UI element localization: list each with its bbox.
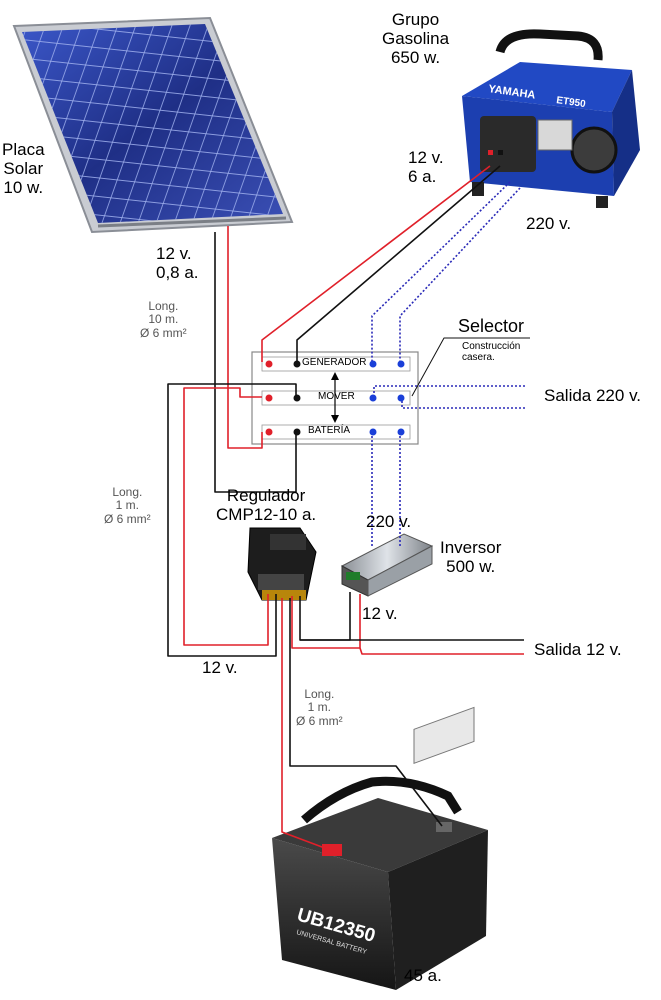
- wire-solar-negative: [214, 232, 297, 493]
- solar-output-label: 12 v. 0,8 a.: [156, 244, 199, 283]
- wire-mover-negative: [167, 383, 297, 657]
- inverter-label: Inversor 500 w.: [440, 538, 502, 577]
- selector-row-bateria: BATERÍA: [308, 425, 351, 436]
- selector-row-generador: GENERADOR: [302, 357, 367, 368]
- wire-ac-output-2: [373, 385, 526, 397]
- ac-output-label: Salida 220 v.: [544, 386, 642, 405]
- wire-generator-positive: [261, 165, 491, 362]
- regulator-label: Regulador CMP12-10 a.: [216, 486, 317, 525]
- selector-terminals: [265, 360, 405, 436]
- inverter-dc-label: 12 v.: [362, 604, 398, 623]
- generator-dc-label: 12 v. 6 a.: [408, 148, 444, 187]
- selector-leader: [411, 337, 530, 397]
- inverter-ac-label: 220 v.: [366, 512, 412, 531]
- wire-battery-negative: [289, 598, 443, 827]
- wire-inverter-dc-positive: [291, 594, 361, 649]
- wire-generator-ac-1: [371, 181, 511, 362]
- battery-capacity-label: 45 a.: [404, 966, 442, 985]
- selector-cable-spec: Long. 1 m. Ø 6 mm²: [104, 485, 151, 526]
- generator-ac-label: 220 v.: [526, 214, 572, 233]
- battery-cable-spec: Long. 1 m. Ø 6 mm²: [296, 687, 343, 728]
- wire-inverter-dc-negative: [299, 592, 351, 641]
- solar-cable-spec: Long. 10 m. Ø 6 mm²: [140, 299, 187, 340]
- battery: UB12350 UNIVERSAL BATTERY: [272, 706, 488, 990]
- wire-ac-output-1: [401, 397, 526, 409]
- regulator-12v-label: 12 v.: [202, 658, 238, 677]
- generator-model: ET950: [556, 95, 587, 110]
- wire-dc-output-positive: [359, 647, 524, 655]
- selector-title: Selector: [458, 316, 525, 336]
- gasoline-generator: YAMAHA ET950: [462, 29, 640, 208]
- solar-panel-label: Placa Solar 10 w.: [2, 140, 45, 198]
- generator-label: Grupo Gasolina 650 w.: [382, 10, 450, 68]
- wires: [167, 165, 530, 851]
- wire-battery-positive: [281, 598, 331, 851]
- solar-panel: [12, 16, 294, 234]
- charge-regulator: [247, 527, 317, 601]
- selector-row-mover: MOVER: [318, 391, 355, 402]
- wire-mover-positive: [183, 387, 269, 646]
- wire-generator-negative: [296, 165, 501, 362]
- dc-output-label: Salida 12 v.: [534, 640, 622, 659]
- inverter: [340, 533, 434, 597]
- selector-note: Construcción casera.: [462, 341, 521, 363]
- wire-solar-positive: [227, 226, 263, 449]
